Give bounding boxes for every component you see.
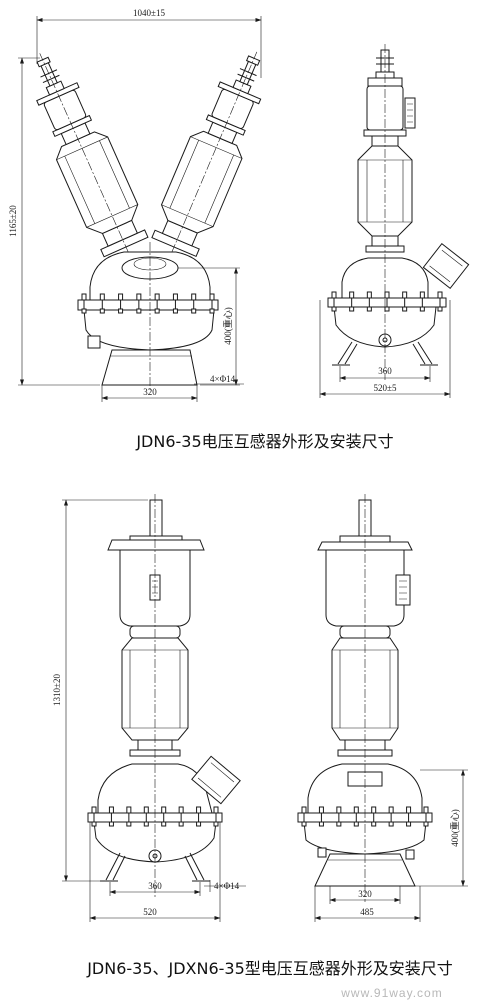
base-dimension-label: 320: [143, 387, 157, 397]
width-dimension-label: 1040±15: [133, 8, 165, 18]
outer-dimension-label: 485: [360, 907, 374, 917]
base-stand: [101, 349, 198, 386]
height-dimension-label: 1310±20: [52, 674, 62, 706]
cg-extension-lines: [178, 267, 240, 386]
flange-bolt: [318, 806, 324, 827]
cg-dimension-label: 400(重心): [222, 307, 233, 345]
flange-bolt: [108, 806, 114, 827]
inner-dimension-label: 320: [358, 889, 372, 899]
flange-bolt: [99, 293, 105, 314]
drain-boss: [87, 335, 101, 349]
flange-bolt: [196, 806, 202, 827]
flange-bolt: [419, 291, 425, 312]
flange-bolt: [353, 806, 359, 827]
terminal-box: [191, 755, 241, 805]
flange-bolt: [81, 293, 87, 314]
flange-bolt: [172, 293, 178, 314]
cap-top: [129, 535, 183, 541]
support-legs: [105, 852, 205, 881]
watermark: www.91way.com: [340, 986, 442, 1000]
tank-bowl: [83, 309, 215, 351]
inner-dimension-label: 360: [378, 366, 392, 376]
terminal-box-body: [191, 755, 241, 805]
insulator-facets: [358, 159, 412, 223]
insulator-facets: [332, 649, 398, 729]
height-extension-lines: [62, 499, 148, 882]
flange-bolt: [406, 806, 412, 827]
flange-bolt: [178, 806, 184, 827]
outer-dimension-label: 520: [143, 907, 157, 917]
height-dimension-label: 1165±20: [8, 205, 18, 237]
tank-cover: [307, 763, 423, 814]
holes-label: 4×Φ14: [214, 881, 240, 891]
figure2-caption: JDN6-35、JDXN6-35型电压互感器外形及安装尺寸: [86, 959, 453, 978]
gauge-marks: [399, 580, 407, 600]
cap-lid: [107, 539, 205, 551]
top-pipe: [149, 499, 163, 537]
left-bushing: [13, 41, 155, 265]
flange-bolts: [91, 806, 219, 827]
right-bushing: [145, 40, 284, 264]
flange-bolt: [213, 806, 219, 827]
outer-extension-lines: [319, 300, 451, 398]
terminal-box-lines: [429, 249, 463, 283]
flange-bolt: [423, 806, 429, 827]
oil-level-gauge: [395, 574, 411, 606]
support-legs: [337, 341, 433, 365]
flange-bolts: [301, 806, 429, 827]
terminal-box-body: [422, 243, 470, 289]
flange-bolt: [388, 806, 394, 827]
holes-leader: [204, 880, 246, 892]
drain-plug: [405, 849, 415, 860]
inner-dimension-label: 360: [148, 881, 162, 891]
tank-flange: [77, 299, 219, 311]
fig1-side-view: 360 520±5: [319, 44, 470, 398]
fig1-front-view: 1040±15 1165±20 400(重心) 320 4×Φ14: [8, 8, 284, 402]
flange-bolt: [136, 293, 142, 314]
width-extension-lines: [36, 16, 262, 78]
flange-bolt: [118, 293, 124, 314]
flange-bolt: [126, 806, 132, 827]
fig2-side-view: 400(重心) 320 485: [297, 494, 468, 922]
insulator-facets: [122, 649, 188, 729]
flange-bolt: [331, 291, 337, 312]
flange-bolt: [91, 806, 97, 827]
holes-label: 4×Φ14: [210, 374, 236, 384]
flange-bolt: [143, 806, 149, 827]
oil-level-gauge: [404, 97, 416, 129]
terminal-box: [422, 243, 470, 289]
flange-bolt: [301, 806, 307, 827]
flange-bolt: [349, 291, 355, 312]
flange-bolt: [209, 293, 215, 314]
gauge-marks: [407, 103, 413, 123]
fig2-front-view: 1310±20 360 520 4×Φ14: [52, 494, 246, 922]
outer-dimension-label: 520±5: [374, 383, 397, 393]
flange-bolt: [161, 806, 167, 827]
terminal-box-lines: [197, 762, 235, 798]
outer-extension-lines: [89, 822, 221, 922]
cg-extension-lines: [415, 769, 468, 887]
figure1-caption: JDN6-35电压互感器外形及安装尺寸: [135, 432, 393, 451]
flange-bolt: [336, 806, 342, 827]
cg-dimension-label: 400(重心): [449, 809, 460, 847]
flange-bolt: [402, 291, 408, 312]
earth-terminal: [317, 847, 327, 858]
flange-bolt: [371, 806, 377, 827]
flange-bolts: [81, 293, 215, 314]
flange-bolt: [437, 291, 443, 312]
flange-bolt: [366, 291, 372, 312]
flange-bolt: [191, 293, 197, 314]
flange-bolt: [154, 293, 160, 314]
